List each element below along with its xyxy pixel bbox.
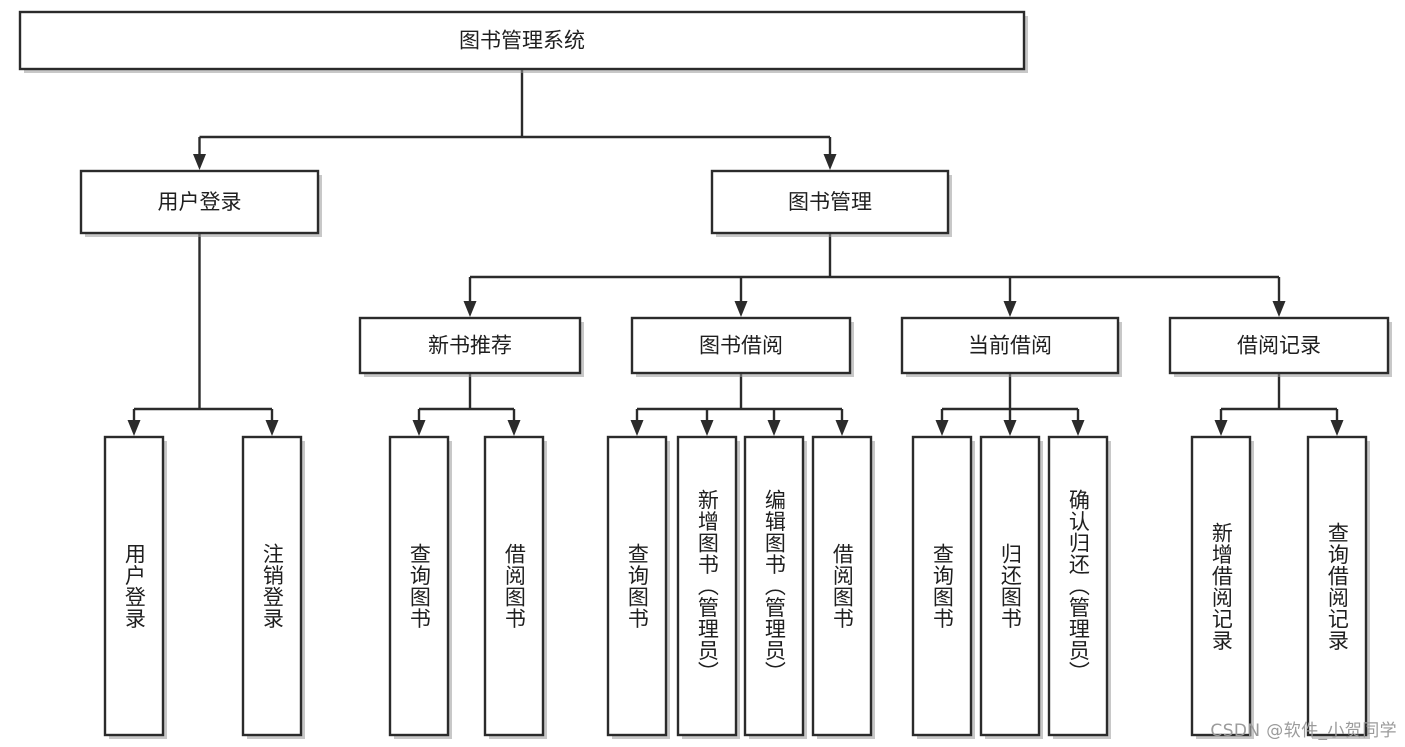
node-box-leaf-query-book-current[interactable] — [911, 435, 973, 737]
watermark-text: CSDN @软件_小贺同学 — [1210, 721, 1397, 741]
arrow-head-icon — [1003, 301, 1017, 317]
arrow-head-icon — [835, 420, 849, 436]
arrow-head-icon — [265, 420, 279, 436]
arrow-head-icon — [1003, 420, 1017, 436]
arrow-head-icon — [734, 301, 748, 317]
node-box-book-borrow[interactable] — [630, 316, 852, 375]
node-box-borrow-record[interactable] — [1168, 316, 1390, 375]
arrow-head-icon — [823, 154, 837, 170]
arrow-head-icon — [1214, 420, 1228, 436]
arrow-head-icon — [507, 420, 521, 436]
node-label-borrow-record: 借阅记录 — [1237, 334, 1321, 358]
arrow-head-icon — [767, 420, 781, 436]
node-box-leaf-query-book-new[interactable] — [388, 435, 450, 737]
node-box-leaf-borrow-book-new[interactable] — [483, 435, 545, 737]
edge-layer — [127, 69, 1344, 436]
arrow-head-icon — [1272, 301, 1286, 317]
node-box-leaf-logout[interactable] — [241, 435, 303, 737]
node-box-leaf-confirm-return[interactable] — [1047, 435, 1109, 737]
node-box-new-book-recommend[interactable] — [358, 316, 582, 375]
node-box-leaf-query-book-borrow[interactable] — [606, 435, 668, 737]
node-box-leaf-edit-book[interactable] — [743, 435, 805, 737]
box-layer — [18, 10, 1392, 739]
node-box-leaf-user-login[interactable] — [103, 435, 165, 737]
node-box-root[interactable] — [18, 10, 1026, 71]
node-box-book-management[interactable] — [710, 169, 950, 235]
node-label-root: 图书管理系统 — [459, 29, 585, 53]
node-label-book-borrow: 图书借阅 — [699, 334, 783, 358]
node-box-leaf-add-book[interactable] — [676, 435, 738, 737]
arrow-head-icon — [700, 420, 714, 436]
node-box-leaf-borrow-book[interactable] — [811, 435, 873, 737]
arrow-head-icon — [193, 154, 206, 170]
arrow-head-icon — [127, 420, 141, 436]
arrow-head-icon — [1071, 420, 1085, 436]
node-box-leaf-add-record[interactable] — [1190, 435, 1252, 737]
node-box-leaf-query-record[interactable] — [1306, 435, 1368, 737]
node-label-current-borrow: 当前借阅 — [968, 334, 1052, 358]
node-box-leaf-return-book[interactable] — [979, 435, 1041, 737]
arrow-head-icon — [463, 301, 477, 317]
node-label-book-management: 图书管理 — [788, 190, 872, 214]
node-box-user-login[interactable] — [79, 169, 320, 235]
arrow-head-icon — [1330, 420, 1344, 436]
node-box-current-borrow[interactable] — [900, 316, 1120, 375]
arrow-head-icon — [412, 420, 426, 436]
arrow-head-icon — [630, 420, 644, 436]
node-label-user-login: 用户登录 — [158, 190, 242, 214]
node-label-new-book-recommend: 新书推荐 — [428, 334, 512, 358]
arrow-head-icon — [935, 420, 949, 436]
